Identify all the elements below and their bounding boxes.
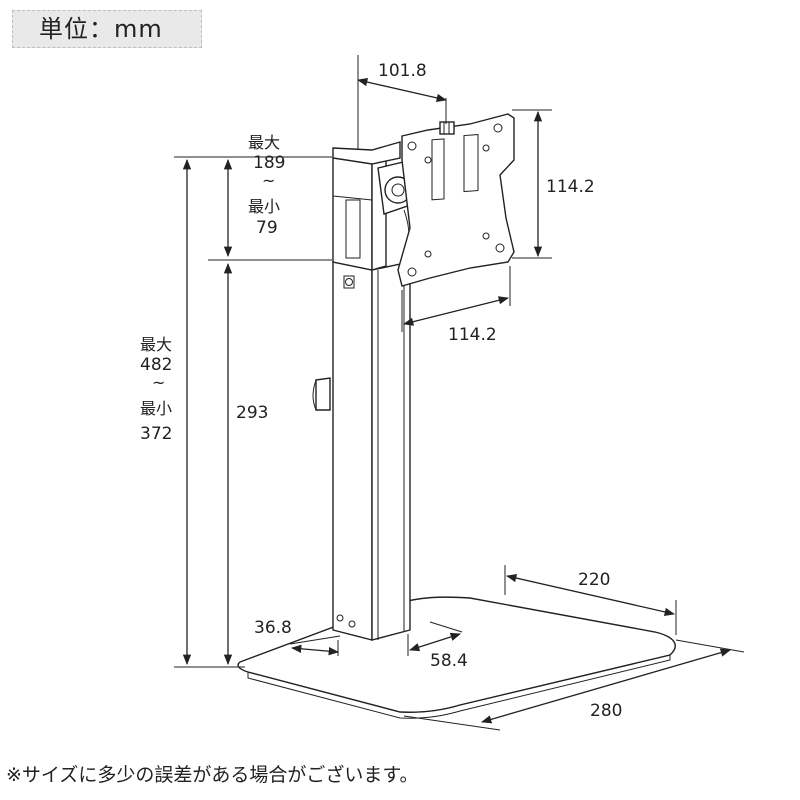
total-min-label: 最小	[140, 399, 172, 418]
dim-vesa-width-label: 114.2	[448, 325, 497, 345]
total-min-value: 372	[140, 424, 172, 444]
dim-pole-height: 293	[223, 262, 268, 666]
dim-pole-width: 36.8	[254, 618, 341, 656]
dim-base-width: 280	[403, 639, 745, 731]
adjust-wave: ~	[262, 171, 275, 190]
adjust-max-value: 189	[253, 153, 285, 173]
adjust-min-label: 最小	[248, 197, 280, 216]
adjust-min-value: 79	[256, 218, 278, 238]
pole-width-label: 36.8	[254, 618, 292, 638]
total-max-value: 482	[140, 355, 172, 375]
pole-height-label: 293	[236, 403, 268, 423]
disclaimer-note: ※サイズに多少の誤差がある場合がございます。	[6, 764, 419, 786]
dim-vesa-width: 114.2	[401, 266, 511, 345]
total-wave: ~	[152, 373, 165, 392]
pole	[312, 140, 411, 641]
base-width-label: 280	[590, 701, 622, 721]
dim-arm-offset-label: 101.8	[378, 61, 427, 81]
dim-pole-depth: 58.4	[407, 621, 468, 671]
dim-base-depth: 220	[504, 565, 677, 635]
dim-vesa-height: 114.2	[512, 109, 595, 259]
dim-adjust-range: 最大 189 ~ 最小 79	[174, 133, 332, 261]
dim-total-height: 最大 482 ~ 最小 372	[140, 158, 245, 668]
vesa-plate	[397, 113, 515, 287]
total-max-label: 最大	[140, 335, 172, 354]
pole-depth-label: 58.4	[430, 651, 468, 671]
base-depth-label: 220	[578, 570, 610, 590]
unit-label: 単位：mm	[12, 10, 202, 48]
adjust-max-label: 最大	[248, 133, 280, 152]
dim-arm-offset: 101.8	[356, 55, 448, 145]
dim-vesa-height-label: 114.2	[546, 177, 595, 197]
